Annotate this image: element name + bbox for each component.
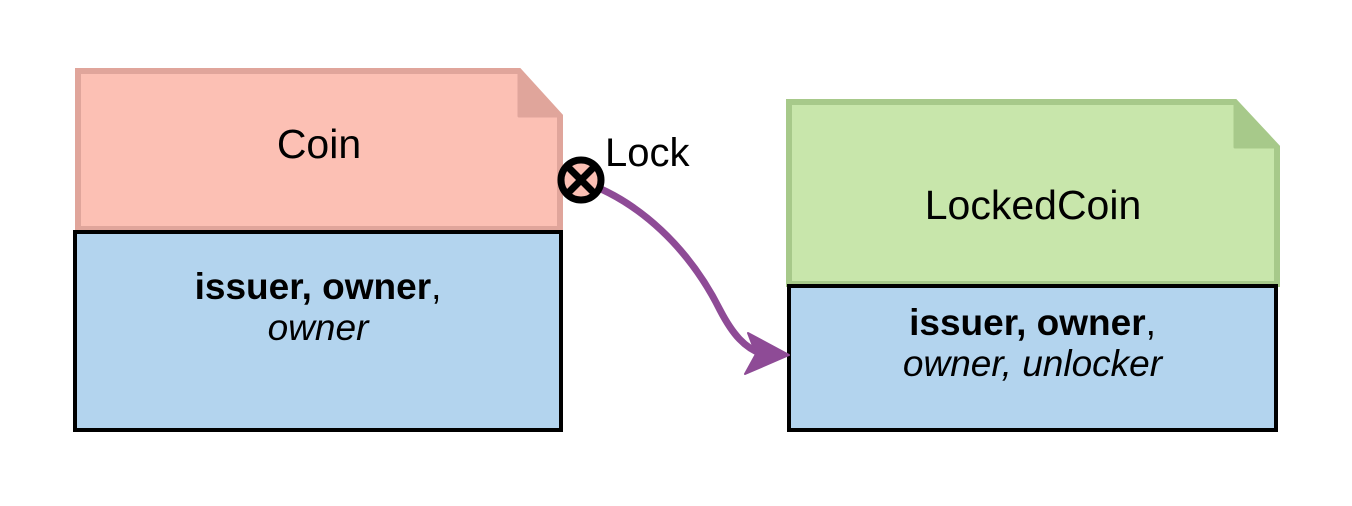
lock-edge-curve[interactable]: [574, 176, 766, 358]
lockedcoin-attribute-line-1: issuer, owner,: [791, 302, 1274, 343]
coin-attribute-line-1: issuer, owner,: [77, 266, 559, 307]
coin-attribute-line-2: owner: [77, 307, 559, 348]
coin-note-shape: [75, 68, 563, 232]
lockedcoin-note-shape: [786, 99, 1280, 287]
lock-arrowhead-icon: [744, 332, 790, 375]
lockedcoin-note-fold: [1233, 100, 1279, 149]
node-lockedcoin-header[interactable]: LockedCoin: [786, 99, 1280, 287]
node-coin-header[interactable]: Coin: [75, 68, 563, 232]
coin-note-fold: [517, 69, 562, 118]
coin-attr-bold: issuer, owner: [194, 266, 432, 307]
lock-edge-label: Lock: [605, 131, 690, 175]
lockedcoin-attr-italic: owner, unlocker: [902, 343, 1163, 385]
coin-attr-comma: ,: [431, 266, 442, 307]
coin-attr-italic: owner: [267, 307, 369, 349]
lockedcoin-note-body: [786, 99, 1280, 287]
coin-note-body: [75, 68, 563, 232]
lockedcoin-attribute-line-2: owner, unlocker: [791, 343, 1274, 384]
crossed-circle-icon[interactable]: [557, 156, 605, 204]
lockedcoin-attr-comma: ,: [1145, 302, 1156, 343]
node-coin-attributes[interactable]: issuer, owner, owner: [73, 230, 563, 432]
node-lockedcoin-attributes[interactable]: issuer, owner, owner, unlocker: [787, 284, 1278, 432]
lockedcoin-attr-bold: issuer, owner: [909, 302, 1146, 343]
